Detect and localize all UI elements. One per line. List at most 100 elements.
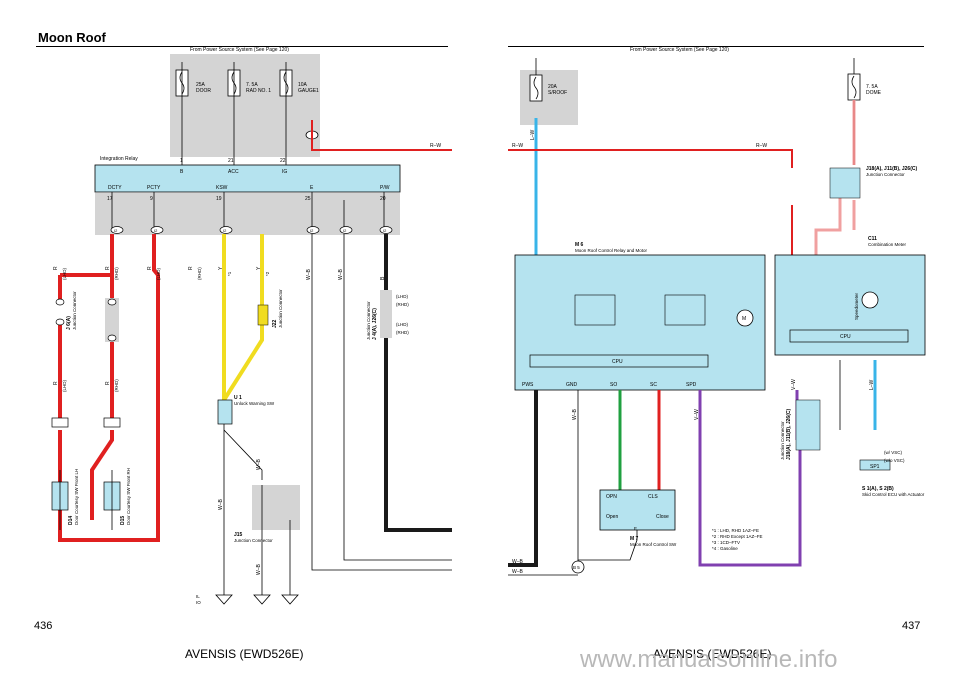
- svg-text:(w/o VSC): (w/o VSC): [884, 458, 905, 463]
- j18-junction-lower: J18(A), J11(B), J26(C) Junction Connecto…: [780, 409, 792, 460]
- svg-text:R: R: [188, 266, 194, 270]
- svg-text:Junction Connector: Junction Connector: [780, 421, 785, 460]
- svg-text:Y: Y: [218, 266, 224, 270]
- svg-text:Door Courtesy SW Front RH: Door Courtesy SW Front RH: [126, 468, 131, 525]
- svg-text:IL: IL: [196, 594, 200, 599]
- m7-moon-roof-control-sw: [599, 489, 676, 531]
- svg-text:M 6: M 6: [575, 242, 584, 248]
- page-title: Moon Roof: [38, 30, 106, 45]
- motor-icon: [736, 309, 754, 327]
- svg-text:W–B: W–B: [512, 559, 524, 565]
- integration-relay: [94, 164, 401, 193]
- svg-text:20: 20: [380, 196, 386, 202]
- svg-text:*1 : LHD, RHD 1AZ–FE: *1 : LHD, RHD 1AZ–FE: [712, 528, 759, 533]
- svg-text:IO: IO: [196, 600, 201, 605]
- svg-text:Junction Connector: Junction Connector: [72, 291, 77, 330]
- speedometer-icon: [861, 291, 879, 309]
- svg-text:J22: J22: [272, 319, 278, 328]
- svg-text:DCTY: DCTY: [108, 185, 122, 191]
- connector-i2-row: I2 I2 I2 I2 I2 I2: [110, 226, 393, 234]
- svg-text:KSW: KSW: [216, 185, 228, 191]
- svg-text:CPU: CPU: [612, 359, 623, 365]
- svg-text:21: 21: [228, 158, 234, 164]
- svg-text:I2: I2: [114, 228, 118, 233]
- svg-text:W–B: W–B: [256, 459, 262, 471]
- svg-text:IG: IG: [282, 169, 287, 175]
- footer-right: AVENSIS (EWD526E): [653, 647, 772, 661]
- svg-text:SP1: SP1: [870, 464, 880, 470]
- svg-text:PWS: PWS: [522, 382, 534, 388]
- svg-text:SC: SC: [650, 382, 657, 388]
- d15-door-courtesy-sw-rh: D15 Door Courtesy SW Front RH: [103, 468, 131, 530]
- svg-text:W–B: W–B: [512, 569, 524, 575]
- title-rule-left: [36, 46, 448, 47]
- j4-junction: J 4(A), J26(C) Junction Connector (LHD) …: [366, 294, 409, 340]
- svg-text:D14: D14: [68, 516, 74, 525]
- svg-text:Moon Roof Control Relay and Mo: Moon Roof Control Relay and Motor: [575, 248, 648, 253]
- svg-text:RAD NO. 1: RAD NO. 1: [246, 88, 271, 94]
- svg-text:PCTY: PCTY: [147, 185, 161, 191]
- svg-text:L–W: L–W: [869, 379, 875, 390]
- svg-text:Speedometer: Speedometer: [854, 292, 859, 320]
- svg-text:M: M: [742, 316, 746, 322]
- svg-text:V–W: V–W: [791, 379, 797, 390]
- svg-text:D15: D15: [120, 516, 126, 525]
- relay-connector-block: [95, 193, 400, 235]
- svg-text:P/W: P/W: [380, 185, 390, 191]
- svg-text:OPN: OPN: [606, 494, 617, 500]
- left-fuse-block: [170, 54, 320, 157]
- svg-text:19: 19: [216, 196, 222, 202]
- svg-text:DOOR: DOOR: [196, 88, 211, 94]
- svg-text:*2: *2: [265, 271, 270, 276]
- svg-text:J18(A), J11(B), J26(C): J18(A), J11(B), J26(C): [866, 166, 917, 172]
- svg-text:V–W: V–W: [694, 409, 700, 420]
- title-rule-right: [508, 46, 924, 47]
- svg-text:I2: I2: [383, 228, 387, 233]
- svg-text:R: R: [105, 266, 111, 270]
- svg-text:Junction Connector: Junction Connector: [866, 172, 905, 177]
- svg-text:(RHD): (RHD): [114, 267, 119, 280]
- svg-text:Open: Open: [606, 514, 618, 520]
- svg-text:GAUGE1: GAUGE1: [298, 88, 319, 94]
- svg-text:(RHD): (RHD): [396, 330, 409, 335]
- svg-text:(w/ VSC): (w/ VSC): [884, 450, 903, 455]
- right-page-number: 437: [902, 620, 921, 632]
- ground-symbol-1: [215, 594, 233, 605]
- svg-text:SPD: SPD: [686, 382, 697, 388]
- j6-junction: J 6(A) Junction Connector: [55, 291, 117, 342]
- svg-text:(LHD): (LHD): [62, 379, 67, 392]
- svg-text:CLS: CLS: [648, 494, 658, 500]
- svg-text:10A: 10A: [298, 82, 308, 88]
- svg-text:S 1(A), S 2(B): S 1(A), S 2(B): [862, 486, 894, 492]
- svg-text:*1: *1: [227, 271, 232, 276]
- fuse-dome: 7. 5A DOME: [847, 73, 882, 101]
- svg-text:R: R: [105, 381, 111, 385]
- svg-text:E: E: [310, 185, 314, 191]
- svg-text:U 1: U 1: [234, 395, 242, 401]
- footer-left: AVENSIS (EWD526E): [185, 647, 304, 661]
- svg-text:*2 : RHD Except 1AZ–FE: *2 : RHD Except 1AZ–FE: [712, 534, 763, 539]
- svg-text:R–W: R–W: [756, 143, 767, 149]
- svg-text:R: R: [147, 266, 153, 270]
- svg-text:W–B: W–B: [218, 499, 224, 511]
- s1-skid-control-ecu: S 1(A), S 2(B) Skid Control ECU with Act…: [862, 486, 925, 497]
- right-notes: *1 : LHD, RHD 1AZ–FE *2 : RHD Except 1AZ…: [712, 528, 763, 551]
- svg-text:(LHD): (LHD): [62, 267, 67, 280]
- u1-unlock-warning-sw: U 1 Unlock Warning SW: [217, 395, 275, 425]
- svg-text:R: R: [53, 381, 59, 385]
- svg-text:M 7: M 7: [630, 536, 639, 542]
- svg-text:I2: I2: [343, 228, 347, 233]
- j22-junction: J22 Junction Connector: [257, 289, 283, 328]
- svg-text:SO: SO: [610, 382, 617, 388]
- svg-text:(LHD): (LHD): [156, 267, 161, 280]
- svg-text:Junction Connector: Junction Connector: [366, 301, 371, 340]
- svg-text:Unlock Warning SW: Unlock Warning SW: [234, 401, 275, 406]
- left-source-note: From Power Source System (See Page 120): [190, 47, 289, 53]
- svg-text:I2: I2: [154, 228, 158, 233]
- svg-text:W–B: W–B: [338, 269, 344, 281]
- svg-text:*3 : 1CD–FTV: *3 : 1CD–FTV: [712, 540, 740, 545]
- svg-text:GND: GND: [566, 382, 578, 388]
- svg-text:J 4(A), J26(C): J 4(A), J26(C): [372, 308, 378, 340]
- svg-text:(RHD): (RHD): [197, 267, 202, 280]
- svg-text:E: E: [634, 526, 637, 531]
